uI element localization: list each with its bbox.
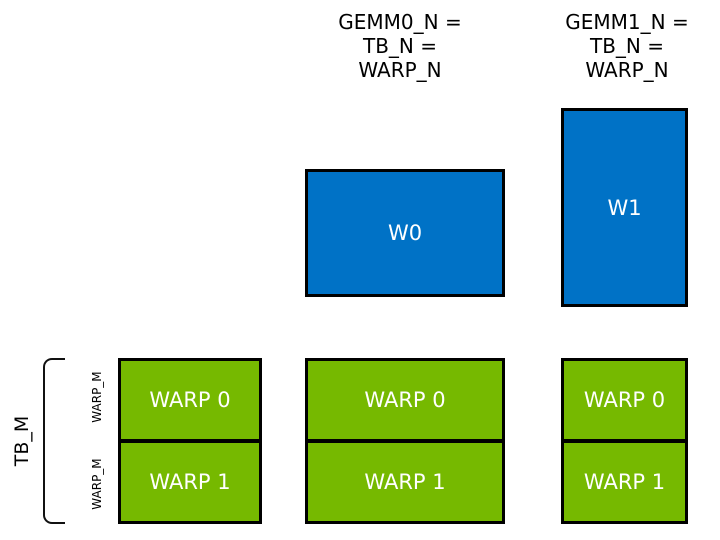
header-line: TB_N = xyxy=(589,34,664,58)
warp-m-label-row0: WARP_M xyxy=(90,371,104,423)
column-header-gemm1: GEMM1_N = TB_N = WARP_N xyxy=(554,10,700,82)
header-line: TB_N = xyxy=(362,34,437,58)
warp-row-label: WARP 0 xyxy=(364,388,446,412)
column-header-gemm0: GEMM0_N = TB_N = WARP_N xyxy=(300,10,500,82)
tb-m-label: TB_M xyxy=(11,415,33,467)
warp-row-0: WARP 0 xyxy=(561,358,688,442)
header-line: WARP_N xyxy=(358,58,442,82)
warp-row-1: WARP 1 xyxy=(561,440,688,524)
warp-row-label: WARP 1 xyxy=(583,470,666,494)
warp-group-right: WARP 0 WARP 1 xyxy=(561,358,688,524)
warp-row-label: WARP 1 xyxy=(364,470,446,494)
warp-row-0: WARP 0 xyxy=(118,358,262,442)
warp-row-1: WARP 1 xyxy=(305,440,505,524)
warp-group-middle: WARP 0 WARP 1 xyxy=(305,358,505,524)
header-line: GEMM0_N = xyxy=(338,10,462,34)
blue-tile-w0: W0 xyxy=(305,169,505,297)
warp-row-0: WARP 0 xyxy=(305,358,505,442)
tb-m-bracket xyxy=(43,358,65,524)
blue-tile-w1: W1 xyxy=(561,108,688,307)
warp-group-left: WARP 0 WARP 1 xyxy=(118,358,262,524)
header-line: GEMM1_N = xyxy=(565,10,689,34)
header-line: WARP_N xyxy=(585,58,669,82)
blue-tile-label: W0 xyxy=(387,221,423,245)
warp-row-label: WARP 1 xyxy=(149,470,231,494)
warp-row-label: WARP 0 xyxy=(149,388,231,412)
blue-tile-label: W1 xyxy=(607,195,642,220)
warp-row-1: WARP 1 xyxy=(118,440,262,524)
warp-row-label: WARP 0 xyxy=(583,388,666,412)
warp-m-label-row1: WARP_M xyxy=(90,458,104,510)
